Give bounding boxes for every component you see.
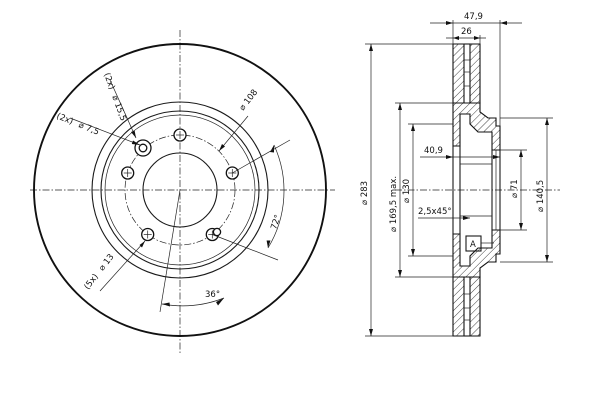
label-friction-dia: ⌀ 169,5 max. <box>389 176 399 232</box>
hat-outer-edge <box>100 110 260 270</box>
label-hat-dia: ⌀ 140,5 <box>536 180 546 212</box>
friction-ring-top-outer <box>469 43 481 104</box>
locator-hole-small <box>138 143 148 153</box>
label-angle-36: 36° <box>205 290 220 300</box>
label-angle-72: 72° <box>269 213 283 230</box>
leader-bolt-holes <box>99 240 146 292</box>
leader-pcd-holes <box>69 117 141 146</box>
center-bore <box>142 152 218 228</box>
friction-ring-bottom-outer <box>469 276 481 337</box>
label-bolt-holes: (5x) ⌀ 13 <box>82 252 116 292</box>
disc-section <box>452 43 501 337</box>
label-datum: A <box>470 240 476 250</box>
label-pcd-holes: (2x) ⌀ 7,5 <box>55 112 101 138</box>
bolt-holes <box>121 128 239 242</box>
front-view: (2x) ⌀ 15,5 (2x) ⌀ 7,5 ⌀ 108 72° (5x) ⌀ … <box>30 30 335 355</box>
label-chamfer: 2,5x45° <box>418 207 452 217</box>
bolt-circle <box>124 134 236 246</box>
label-width-total: 47,9 <box>464 12 483 22</box>
datum-box <box>465 235 482 252</box>
label-center-holes: (2x) ⌀ 15,5 <box>101 72 128 123</box>
hat-step-edge <box>104 114 256 266</box>
hat-section-bottom <box>452 229 501 278</box>
locator-hole-opposite <box>212 227 222 237</box>
leader-center-holes <box>109 79 137 139</box>
leader-bolt-circle <box>218 115 249 152</box>
hat-section-top <box>452 102 501 151</box>
label-hub-dia: ⌀ 130 <box>402 179 412 203</box>
label-center-bore: ⌀ 71 <box>510 179 520 198</box>
friction-ring-inner-edge <box>91 101 269 279</box>
angle-36-ray <box>159 189 181 313</box>
friction-ring-bottom-inner <box>452 276 465 337</box>
angle-72-arc <box>267 144 285 249</box>
label-bolt-circle: ⌀ 108 <box>237 88 260 113</box>
locator-holes <box>134 139 222 237</box>
friction-ring-top-inner <box>452 43 465 104</box>
section-view: 47,9 26 ⌀ 283 ⌀ 169,5 max. ⌀ 130 40,9 <box>360 12 560 337</box>
label-width-disc: 26 <box>461 27 472 37</box>
label-outer-dia: ⌀ 283 <box>360 181 370 205</box>
label-hat-depth: 40,9 <box>424 146 443 156</box>
disc-outer-edge <box>33 43 327 337</box>
